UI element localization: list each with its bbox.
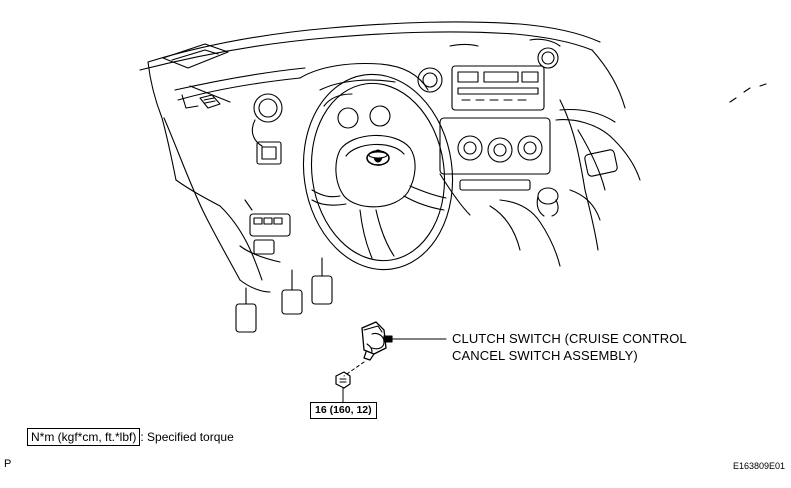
clutch-switch-label-line1: CLUTCH SWITCH (CRUISE CONTROL: [452, 331, 687, 346]
figure-code: E163809E01: [732, 461, 785, 471]
nut-icon: [336, 362, 364, 402]
clutch-switch-icon: [362, 322, 392, 360]
toyota-emblem-icon: [367, 150, 389, 165]
torque-unit-box: N*m (kgf*cm, ft.*lbf): [27, 428, 141, 446]
steering-wheel-icon: [291, 65, 465, 280]
footer-left-code: P: [4, 458, 12, 470]
clutch-switch-label-line2: CANCEL SWITCH ASSEMBLY): [452, 348, 638, 363]
torque-legend: N*m (kgf*cm, ft.*lbf) : Specified torque: [27, 428, 234, 446]
dashboard-icon: [140, 22, 766, 332]
torque-legend-description: : Specified torque: [140, 430, 234, 444]
torque-spec-box: 16 (160, 12): [310, 402, 377, 419]
